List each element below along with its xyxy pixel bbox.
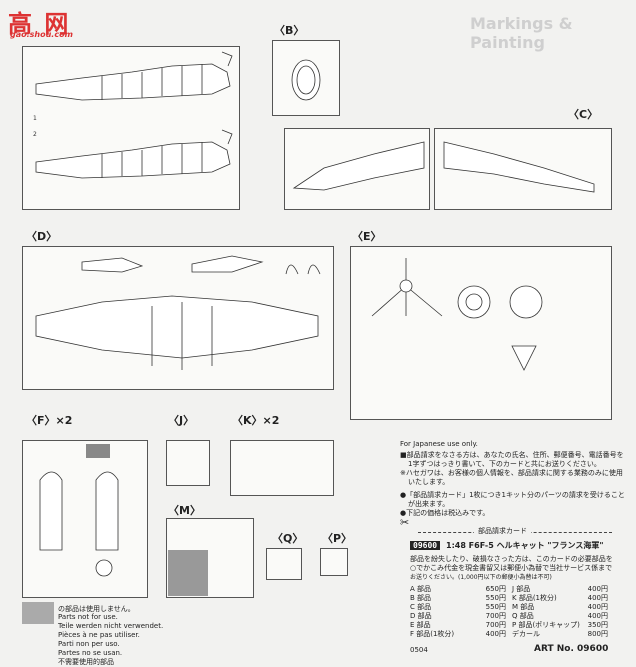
section-e-frame: [350, 246, 612, 420]
faded-header-title: Markings & Painting: [470, 14, 573, 52]
section-b-label: 〈B〉: [274, 24, 305, 37]
section-k-label: 〈K〉×2: [232, 414, 280, 427]
card-text-line-2: ○でかこみ代金を現金書留又は郵便小為替で当社サービス係まで: [410, 564, 613, 572]
scissors-icon: ✂: [400, 516, 410, 529]
section-e-parts: [371, 258, 543, 371]
art-number: ART No. 09600: [534, 644, 609, 654]
card-title: 部品請求カード: [474, 526, 531, 536]
order-note-line-7: ●下記の価格は税込みです。: [400, 509, 490, 517]
section-q-label: 〈Q〉: [272, 532, 304, 545]
order-note-line-4: いたします。: [408, 478, 450, 486]
section-p-frame: [320, 548, 348, 576]
footer-code: 0504: [410, 646, 428, 654]
grey-legend-line-4: Parti non per uso.: [58, 640, 120, 648]
watermark-url: gao.shou.com: [10, 30, 73, 39]
grey-legend-line-1: Parts not for use.: [58, 613, 118, 621]
fuselage-drawing: [35, 51, 233, 179]
kit-code-badge: 09600: [410, 541, 441, 550]
grey-legend-line-2: Teile werden nicht verwendet.: [58, 622, 164, 630]
grey-legend-line-3: Pièces à ne pas utiliser.: [58, 631, 140, 639]
card-text-line-1: 部品を紛失したり、破損なさった方は、このカードの必要部品を: [410, 555, 613, 563]
section-d-wing-drawing: [35, 255, 321, 370]
section-m-grey-part: [168, 550, 208, 596]
price-row: K 部品(1枚分)400円: [512, 594, 608, 602]
watermark-logo: 高 网: [8, 10, 71, 38]
section-f-frame: [22, 440, 148, 598]
section-j-frame: [166, 440, 210, 486]
section-c-wings: [292, 141, 595, 193]
order-note-line-6: が出来ます。: [408, 500, 450, 508]
order-note-line-3: ※ハセガワは、お客様の個人情報を、部品請求に関する業務のみに使用: [400, 469, 623, 477]
grey-legend-swatch: [22, 602, 54, 624]
order-note-line-1: ■部品請求をなさる方は、あなたの氏名、住所、郵便番号、電話番号を: [400, 451, 624, 459]
section-b-canopy: [291, 59, 321, 101]
section-d-label: 〈D〉: [26, 230, 58, 243]
japanese-use-only: For Japanese use only.: [400, 440, 478, 448]
grey-legend-line-6: 不需要使用的部品: [58, 658, 114, 666]
grey-legend-title: の部品は使用しません。: [58, 605, 135, 613]
section-e-label: 〈E〉: [352, 230, 382, 243]
fuselage-number-1: 1: [33, 115, 37, 122]
section-q-frame: [266, 548, 302, 580]
section-f-drawing: [39, 471, 119, 577]
price-row: P 部品(ポリキャップ)350円: [512, 621, 608, 629]
section-j-label: 〈J〉: [168, 414, 195, 427]
kit-title: 1:48 F6F-5 ヘルキャット "フランス海軍": [446, 541, 604, 550]
price-row: F 部品(1枚分)400円: [410, 630, 506, 638]
section-m-label: 〈M〉: [168, 504, 201, 517]
section-k-frame: [230, 440, 334, 496]
section-p-label: 〈P〉: [322, 532, 353, 545]
section-f-label: 〈F〉×2: [26, 414, 73, 427]
fuselage-number-2: 2: [33, 131, 37, 138]
grey-legend-line-5: Partes no se usan.: [58, 649, 123, 657]
order-note-line-2: 1字ずつはっきり書いて、下のカードと共にお送りください。: [408, 460, 601, 468]
card-text-line-3: お送りください。(1,000円以下の郵便小為替は不可): [410, 574, 552, 581]
section-f-grey-part: [86, 444, 110, 458]
order-note-line-5: ●「部品請求カード」1枚につき1キット分のパーツの請求を受けること: [400, 491, 625, 499]
section-c-label: 〈C〉: [568, 108, 599, 121]
